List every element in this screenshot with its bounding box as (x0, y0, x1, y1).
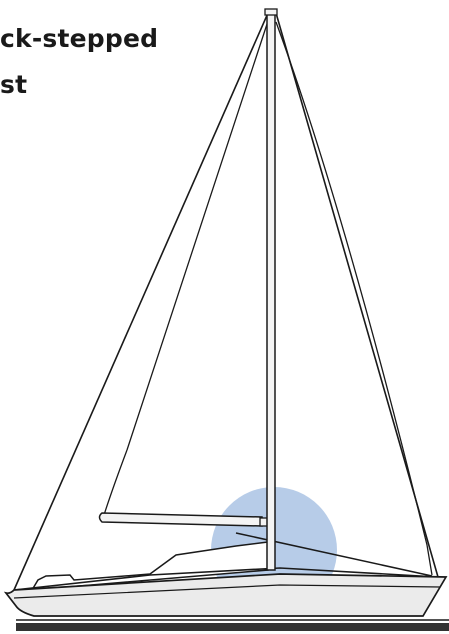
waterline (16, 623, 449, 631)
masthead (265, 9, 277, 15)
forestay (14, 13, 268, 590)
mast (267, 11, 275, 570)
mainsail-leech (276, 22, 432, 575)
jib-foot (104, 450, 127, 515)
jib-leech (127, 18, 269, 450)
